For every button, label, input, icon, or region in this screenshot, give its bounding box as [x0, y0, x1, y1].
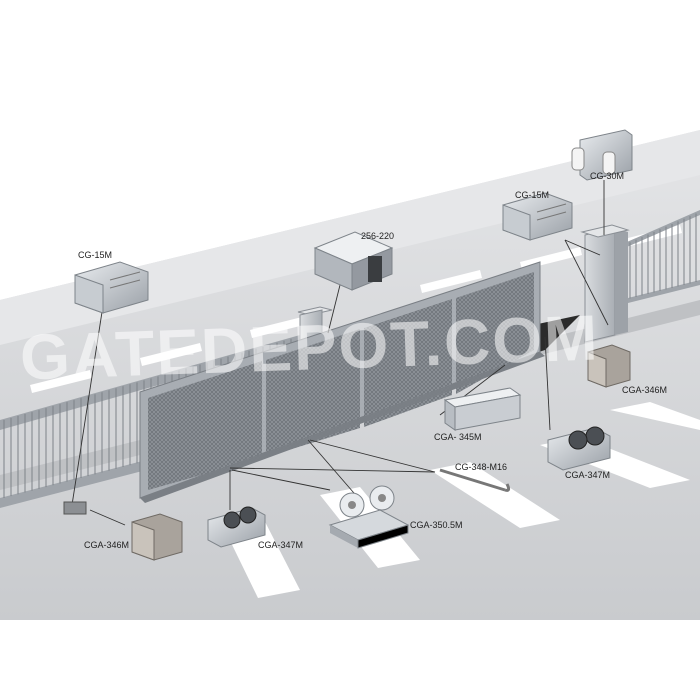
leader-lines [71, 180, 609, 526]
right-fence [620, 210, 700, 305]
cga346m-right-end-stop [587, 344, 631, 388]
label-cga346m-bottom: CGA-346M [84, 540, 129, 550]
sliding-gate [139, 261, 545, 503]
label-cga347m-bottom: CGA-347M [258, 540, 303, 550]
part-labels: CG-15M CG-15M CG-30M 256-220 CGA-346M CG… [78, 171, 667, 550]
cga347m-bottom-end-roller [207, 506, 266, 548]
cg15m-left-bracket [74, 261, 149, 314]
label-cg30m: CG-30M [590, 171, 624, 181]
label-256-220: 256-220 [361, 231, 394, 241]
label-cga347m-right: CGA-347M [565, 470, 610, 480]
cg15m-right-bracket [502, 192, 573, 241]
right-gate-post [580, 224, 630, 343]
label-cg15m-left: CG-15M [78, 250, 112, 260]
label-cga346m-right: CGA-346M [622, 385, 667, 395]
label-cga350-5m: CGA-350.5M [410, 520, 463, 530]
left-end-stop-on-gate [63, 501, 87, 515]
cga346m-bottom-end-stop [131, 513, 183, 561]
label-cg348m16: CG-348-M16 [455, 462, 507, 472]
cga345m-track [443, 387, 522, 431]
label-cga345m: CGA- 345M [434, 432, 482, 442]
p256-220-top-guide [313, 231, 394, 291]
cg348m16-anchor-bolt [439, 468, 511, 492]
label-cg15m-right: CG-15M [515, 190, 549, 200]
cga350-5m-trolley [328, 485, 410, 549]
cga347m-right-end-roller [547, 426, 611, 471]
cg30m-guide-rollers [571, 129, 633, 181]
